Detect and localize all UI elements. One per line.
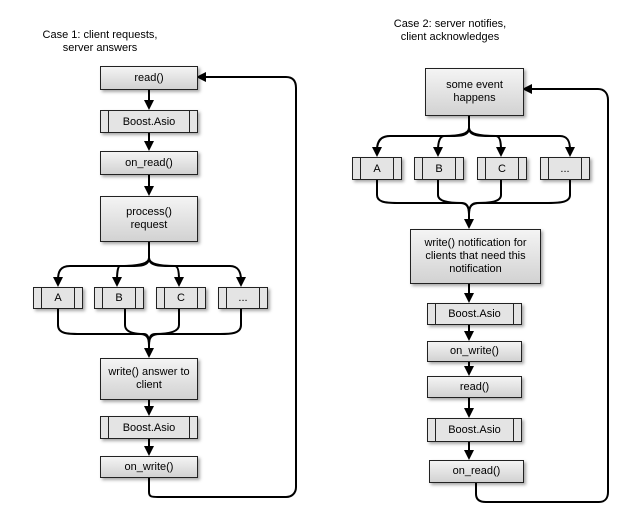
case1-branch-more-label: ... — [238, 292, 248, 304]
fan-out-connector — [116, 257, 150, 281]
case2-branch-a: A — [352, 157, 402, 180]
case2-branch-c: C — [477, 157, 527, 180]
case1-boost-asio-2: Boost.Asio — [100, 416, 198, 439]
case2-branch-b-label: B — [435, 162, 443, 175]
case1-branch-a: A — [33, 287, 83, 309]
fan-in-connector — [124, 308, 150, 346]
case2-read-box: read() — [427, 376, 522, 398]
case1-write-answer-box: write() answer to client — [100, 358, 198, 400]
fan-in-connector — [148, 308, 242, 346]
case1-branch-a-label: A — [54, 292, 62, 304]
case1-branch-c: C — [156, 287, 206, 309]
fan-in-connector — [148, 308, 180, 346]
case2-branch-c-label: C — [498, 162, 506, 175]
case2-write-notification-box: write() notification for clients that ne… — [410, 229, 541, 284]
case2-on-read-box: on_read() — [429, 460, 524, 483]
loop-back-connector — [475, 84, 609, 503]
case2-branch-more-label: ... — [560, 162, 570, 175]
fan-out-connector — [57, 242, 150, 281]
case2-title: Case 2: server notifies, client acknowle… — [380, 18, 520, 44]
case2-event-line2: happens — [453, 92, 496, 104]
case1-title-line1: Case 1: client requests, — [42, 29, 158, 41]
fan-out-connector — [468, 127, 571, 151]
case1-process-line2: request — [130, 219, 168, 231]
case2-notify-line1: write() notification for — [424, 237, 527, 249]
case2-branch-a-label: A — [373, 162, 381, 175]
fan-in-connector — [376, 180, 470, 215]
case2-branch-b: B — [414, 157, 464, 180]
case2-event-line1: some event — [446, 79, 503, 91]
case1-title: Case 1: client requests, server answers — [35, 29, 165, 55]
case1-write-line1: write() answer to — [108, 366, 190, 378]
fan-out-connector — [148, 257, 242, 281]
case1-on-read-label: on_read() — [125, 156, 173, 169]
case1-read-label: read() — [134, 71, 164, 84]
case1-branch-c-label: C — [177, 292, 185, 304]
case2-read-label: read() — [459, 380, 490, 393]
case1-read-box: read() — [100, 66, 198, 90]
case2-on-read-label: on_read() — [452, 465, 501, 477]
case1-branch-b-label: B — [115, 292, 123, 304]
case2-boost-asio-2-label: Boost.Asio — [448, 424, 501, 436]
loop-back-connector — [148, 72, 297, 498]
case1-write-line2: client — [136, 379, 162, 391]
case2-boost-asio-2: Boost.Asio — [427, 418, 522, 442]
fan-out-connector — [437, 127, 470, 151]
case1-boost-asio-1: Boost.Asio — [100, 110, 198, 133]
case1-process-line1: process() — [126, 206, 172, 218]
case2-boost-asio-1: Boost.Asio — [427, 303, 522, 325]
case1-boost-asio-2-label: Boost.Asio — [122, 421, 176, 434]
case2-on-write-label: on_write() — [450, 345, 499, 357]
fan-in-connector — [57, 308, 150, 346]
fan-in-connector — [468, 180, 571, 215]
fan-out-connector — [468, 127, 502, 151]
case1-on-write-label: on_write() — [124, 460, 174, 473]
case1-boost-asio-1-label: Boost.Asio — [122, 115, 176, 128]
case1-branch-b: B — [94, 287, 144, 309]
fan-in-connector — [468, 180, 502, 215]
fan-out-connector — [148, 257, 180, 281]
case1-on-write-box: on_write() — [100, 456, 198, 478]
case1-on-read-box: on_read() — [100, 151, 198, 175]
fan-in-connector — [437, 180, 470, 215]
case1-process-request-box: process() request — [100, 196, 198, 242]
case2-on-write-box: on_write() — [427, 341, 522, 362]
case2-event-box: some event happens — [425, 68, 524, 116]
case1-title-line2: server answers — [62, 42, 138, 54]
case2-title-line2: client acknowledges — [400, 31, 500, 43]
case2-notify-line2: clients that need this — [425, 250, 526, 262]
case2-boost-asio-1-label: Boost.Asio — [448, 308, 501, 320]
fan-out-connector — [376, 116, 470, 151]
case2-branch-more: ... — [540, 157, 590, 180]
case1-branch-more: ... — [218, 287, 268, 309]
case2-notify-line3: notification — [449, 263, 502, 275]
case2-title-line1: Case 2: server notifies, — [393, 18, 507, 30]
